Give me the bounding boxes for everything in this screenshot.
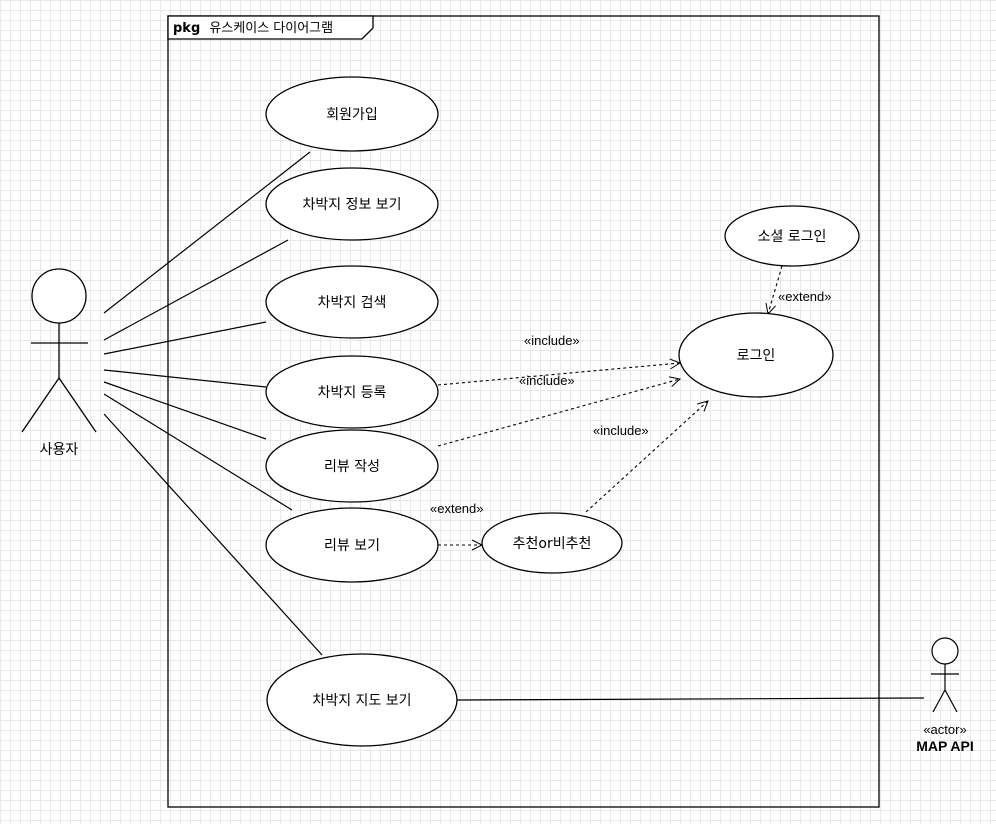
assoc-spot-register [103, 369, 267, 388]
use-case-spot-register[interactable]: 차박지 등록 [265, 355, 439, 429]
label-extend-recommend: «extend» [430, 501, 484, 516]
actor-map-api[interactable] [931, 637, 959, 713]
actor-user[interactable] [21, 268, 97, 433]
use-case-spot-map[interactable]: 차박지 지도 보기 [266, 653, 458, 747]
use-case-spot-info-label: 차박지 정보 보기 [302, 197, 401, 213]
use-case-review-write[interactable]: 리뷰 작성 [265, 429, 439, 503]
extend-social-login [768, 265, 783, 314]
use-case-spot-register-label: 차박지 등록 [318, 385, 387, 401]
use-case-social-login-label: 소셜 로그인 [758, 229, 827, 245]
use-case-social-login[interactable]: 소셜 로그인 [724, 205, 860, 267]
assoc-spot-map [103, 413, 323, 656]
package-name: 유스케이스 다이어그램 [209, 21, 333, 36]
include-recommend-login [585, 401, 708, 513]
actor-map-api-head [931, 637, 959, 665]
use-case-review-view[interactable]: 리뷰 보기 [265, 507, 439, 583]
label-extend-social: «extend» [778, 289, 832, 304]
actor-map-api-stereotype: «actor» [923, 722, 966, 737]
assoc-signup [103, 151, 311, 314]
actor-map-api-label: MAP API [916, 738, 974, 754]
label-include-register: «include» [524, 333, 580, 348]
use-case-signup[interactable]: 회원가입 [265, 76, 439, 152]
use-case-recommend-label: 추천or비추천 [513, 536, 592, 552]
use-case-signup-label: 회원가입 [326, 107, 378, 123]
use-case-login[interactable]: 로그인 [678, 312, 834, 398]
svg-text:pkg 유스케이스 다이어그램: pkg 유스케이스 다이어그램 [173, 17, 333, 36]
assoc-map-api [455, 697, 925, 701]
assoc-review-write [103, 381, 267, 440]
actor-user-head [31, 268, 87, 324]
include-register-login [437, 363, 680, 386]
use-case-recommend[interactable]: 추천or비추천 [481, 512, 623, 574]
use-case-spot-search-label: 차박지 검색 [318, 295, 387, 311]
use-case-spot-info[interactable]: 차박지 정보 보기 [265, 167, 439, 241]
use-case-review-view-label: 리뷰 보기 [324, 538, 380, 554]
assoc-spot-search [103, 321, 267, 355]
use-case-spot-map-label: 차박지 지도 보기 [312, 693, 411, 709]
label-include-review: «include» [519, 373, 575, 388]
assoc-review-view [103, 393, 293, 511]
use-case-spot-search[interactable]: 차박지 검색 [265, 265, 439, 339]
assoc-spot-info [103, 239, 289, 341]
use-case-login-label: 로그인 [737, 348, 776, 364]
package-frame [167, 15, 880, 808]
use-case-review-write-label: 리뷰 작성 [324, 459, 380, 475]
actor-user-label: 사용자 [40, 442, 79, 458]
package-tab [167, 15, 374, 40]
package-keyword: pkg [173, 21, 200, 36]
label-include-recommend: «include» [593, 423, 649, 438]
